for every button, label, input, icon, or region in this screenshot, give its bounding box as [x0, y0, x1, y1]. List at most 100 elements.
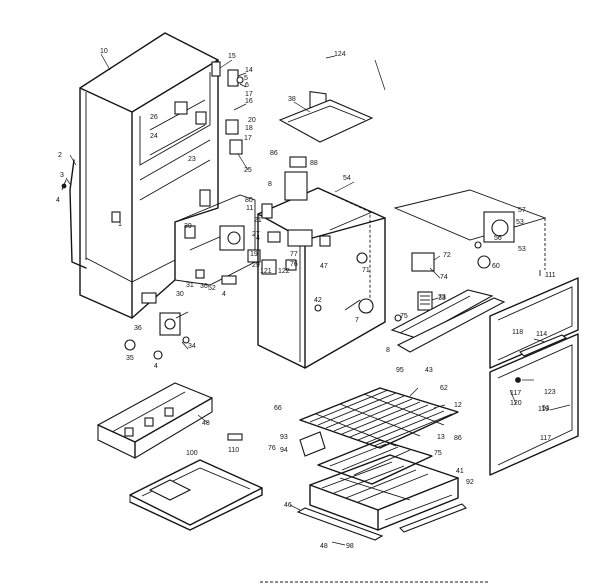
part-number-label: 10: [100, 48, 108, 55]
part-number-label: 52: [208, 285, 216, 292]
part-number-label: 120: [510, 400, 522, 407]
part-number-label: 35: [126, 355, 134, 362]
part-number-label: 54: [343, 175, 351, 182]
part-number-label: 7: [355, 317, 359, 324]
part-number-label: 95: [396, 367, 404, 374]
part-number-label: 27: [252, 231, 260, 238]
part-number-label: 12: [454, 402, 462, 409]
part-number-label: 36: [200, 283, 208, 290]
part-number-label: 57: [518, 207, 526, 214]
part-number-label: 88: [310, 160, 318, 167]
part-number-label: 117: [510, 390, 521, 397]
crisper-cover: [390, 289, 506, 353]
part-number-label: 11: [246, 205, 253, 212]
evaporator-assembly: [393, 189, 547, 270]
part-number-label: 46: [284, 502, 292, 509]
part-number-label: 71: [362, 267, 370, 274]
part-number-label: 53: [516, 219, 524, 226]
part-number-label: 114: [536, 331, 547, 338]
part-number-label: 77: [290, 251, 298, 258]
part-number-label: 118: [512, 329, 523, 336]
part-number-label: 121: [260, 268, 272, 275]
liner-parts: [261, 90, 435, 322]
part-number-label: 62: [440, 385, 448, 392]
part-number-label: 4: [256, 235, 260, 242]
part-number-label: 19: [250, 251, 258, 258]
part-number-label: 60: [492, 263, 500, 270]
part-number-label: 51: [542, 405, 550, 412]
part-number-label: 8: [386, 347, 390, 354]
part-number-label: 39: [184, 223, 192, 230]
part-number-label: 98: [346, 543, 354, 550]
part-number-label: 21: [254, 217, 262, 224]
part-number-label: 111: [545, 272, 556, 279]
part-number-label: 100: [186, 450, 198, 457]
part-number-label: 56: [494, 235, 502, 242]
part-number-label: 76: [290, 261, 298, 268]
part-number-label: 36: [134, 325, 142, 332]
part-number-label: 26: [150, 114, 158, 121]
wire-shelf: [299, 387, 459, 449]
part-number-label: 15: [228, 53, 236, 60]
part-number-labels: 1015145617162018172524232612341243886888…: [56, 48, 556, 550]
part-number-label: 73: [438, 294, 446, 301]
part-number-label: 75: [400, 313, 408, 320]
part-number-label: 13: [437, 434, 445, 441]
part-number-label: 14: [245, 67, 253, 74]
part-number-label: 72: [443, 252, 451, 259]
part-number-label: 17: [245, 91, 253, 98]
part-number-label: 16: [245, 98, 253, 105]
part-number-label: 2: [58, 152, 62, 159]
part-number-label: 124: [334, 51, 346, 58]
part-number-label: 3: [60, 172, 64, 179]
freezer-trays: [97, 382, 263, 531]
part-number-label: 34: [188, 343, 196, 350]
part-number-label: 47: [320, 263, 328, 270]
cabinet-small-parts: [61, 61, 261, 360]
leader-lines: [65, 53, 571, 546]
part-number-label: 38: [288, 96, 296, 103]
part-number-label: 30: [176, 291, 184, 298]
part-number-label: 33: [438, 295, 446, 302]
part-number-label: 86: [270, 150, 278, 157]
part-number-label: 76: [268, 445, 276, 452]
part-number-label: 42: [314, 297, 322, 304]
part-number-label: 20: [248, 117, 256, 124]
part-number-label: 48: [202, 420, 210, 427]
part-number-label: 4: [222, 291, 226, 298]
part-number-label: 18: [245, 125, 253, 132]
part-number-label: 66: [274, 405, 282, 412]
part-number-label: 25: [244, 167, 252, 174]
part-number-label: 43: [425, 367, 433, 374]
part-number-label: 110: [228, 447, 239, 454]
part-number-label: 53: [518, 246, 526, 253]
part-number-label: 41: [456, 468, 464, 475]
part-number-label: 80: [245, 197, 253, 204]
part-number-label: 75: [434, 450, 442, 457]
part-number-label: 31: [186, 282, 194, 289]
part-number-label: 8: [268, 181, 272, 188]
part-number-label: 92: [466, 479, 474, 486]
part-number-label: 94: [280, 447, 288, 454]
part-number-label: 17: [244, 135, 252, 142]
part-number-label: 48: [320, 543, 328, 550]
part-number-label: 23: [188, 156, 196, 163]
part-number-label: 86: [454, 435, 462, 442]
part-number-label: 1: [118, 221, 122, 228]
part-number-label: 117: [540, 435, 551, 442]
part-number-label: 4: [154, 363, 158, 370]
part-number-label: 93: [280, 434, 288, 441]
part-number-label: 4: [56, 197, 60, 204]
part-number-label: 5: [244, 75, 248, 82]
crisper-pans: [296, 431, 467, 541]
part-number-label: 122: [278, 268, 290, 275]
inner-liner: [257, 187, 386, 369]
part-number-label: 74: [440, 274, 448, 281]
part-number-label: 119: [538, 406, 549, 413]
doors: [489, 270, 579, 476]
part-number-label: 29: [252, 262, 260, 269]
part-number-label: 123: [544, 389, 556, 396]
part-number-label: 6: [245, 82, 249, 89]
